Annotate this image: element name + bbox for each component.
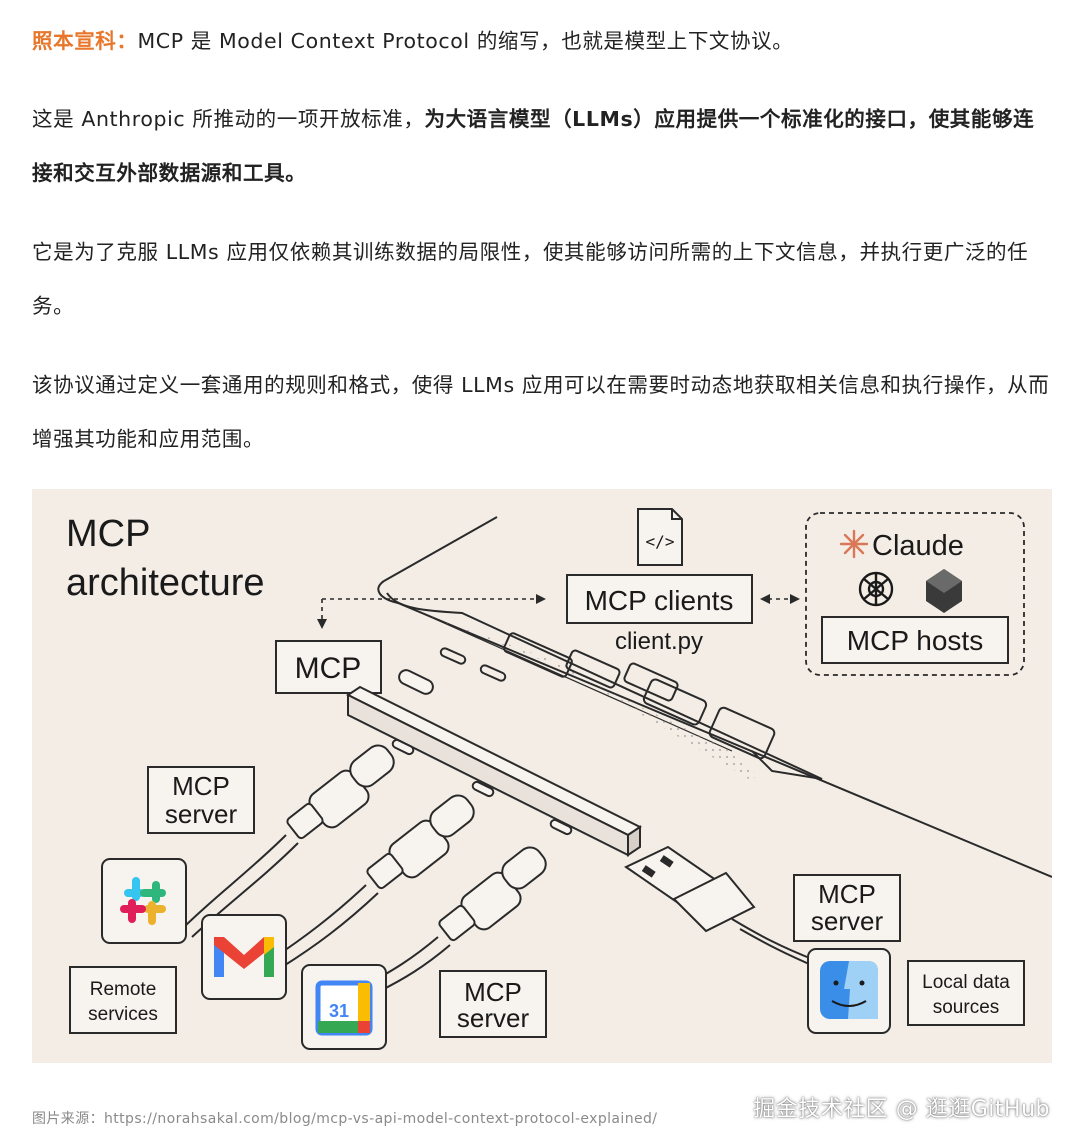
local-label-line2: sources (933, 997, 1000, 1018)
mcp-server-top-line1: MCP (172, 771, 230, 801)
diagram-title-line2: architecture (66, 562, 265, 604)
standard-bold-text: 为大语言模型（LLMs）应用提供一个标准化的接口，使其能够连接和交互外部数据源和… (32, 107, 1035, 185)
usb-a-plug-icon (624, 845, 817, 968)
code-file-icon: </> (637, 508, 683, 566)
remote-label-line2: services (88, 1004, 158, 1025)
mcp-architecture-figure: MCP architecture (32, 489, 1052, 1063)
calendar-icon (315, 980, 373, 1036)
mcp-clients-label: MCP clients (585, 585, 734, 616)
remote-label-line1: Remote (90, 979, 157, 1000)
mcp-server-right-line2: server (811, 906, 884, 936)
remote-services-box (69, 966, 177, 1034)
slack-icon (120, 877, 166, 925)
arrow-heads (317, 594, 800, 629)
mcp-server-right-box (793, 874, 901, 942)
standard-text: 这是 Anthropic 所推动的一项开放标准， (32, 107, 425, 131)
code-glyph: </> (646, 532, 675, 551)
image-source-caption: 图片来源：https://norahsakal.com/blog/mcp-vs-… (32, 1111, 658, 1127)
client-file-label: client.py (615, 628, 703, 655)
usb-hub-icon (346, 669, 642, 857)
finder-icon (820, 961, 878, 1019)
slack-app-tile (101, 858, 187, 944)
local-label-line1: Local data (922, 972, 1010, 993)
usb-c-cable-middle (271, 794, 475, 968)
standard-paragraph: 这是 Anthropic 所推动的一项开放标准，为大语言模型（LLMs）应用提供… (32, 92, 1052, 200)
mcp-server-top-box (147, 766, 255, 834)
calendar-day: 31 (329, 1001, 349, 1021)
mcp-hosts-group (805, 512, 1025, 676)
usb-c-cable-top (181, 744, 395, 938)
mcp-hub-box (275, 640, 382, 694)
claude-logo-icon (839, 529, 869, 559)
connection-arrows (321, 598, 792, 621)
mcp-server-bottom-line1: MCP (464, 977, 522, 1007)
architecture-diagram: MCP architecture (66, 508, 1052, 1050)
mcp-hosts-label: MCP hosts (847, 625, 983, 656)
claude-label: Claude (872, 530, 964, 562)
intro-text: MCP 是 Model Context Protocol 的缩写，也就是模型上下… (137, 29, 794, 53)
lead-label: 照本宣科： (32, 29, 138, 53)
local-data-box (907, 960, 1025, 1026)
mcp-server-right-line1: MCP (818, 879, 876, 909)
mcp-hub-label: MCP (295, 652, 362, 685)
gmail-icon (214, 937, 274, 977)
mcp-server-bottom-box (439, 970, 547, 1038)
mcp-clients-box (566, 574, 753, 624)
protocol-paragraph: 该协议通过定义一套通用的规则和格式，使得 LLMs 应用可以在需要时动态地获取相… (32, 373, 1050, 451)
platform-watermark: 掘金技术社区 @ 逛逛GitHub (753, 1097, 1050, 1122)
intro-paragraph: 照本宣科：MCP 是 Model Context Protocol 的缩写，也就… (32, 14, 1052, 68)
laptop-illustration (377, 516, 1052, 878)
mcp-server-top-line2: server (165, 799, 238, 829)
diagram-title-line1: MCP (66, 513, 150, 555)
mcp-server-bottom-line2: server (457, 1003, 530, 1033)
purpose-paragraph: 它是为了克服 LLMs 应用仅依赖其训练数据的局限性，使其能够访问所需的上下文信… (32, 240, 1029, 318)
openai-logo-icon (858, 571, 894, 607)
mcp-hosts-box (821, 616, 1009, 664)
perplexity-logo-icon (926, 569, 962, 613)
